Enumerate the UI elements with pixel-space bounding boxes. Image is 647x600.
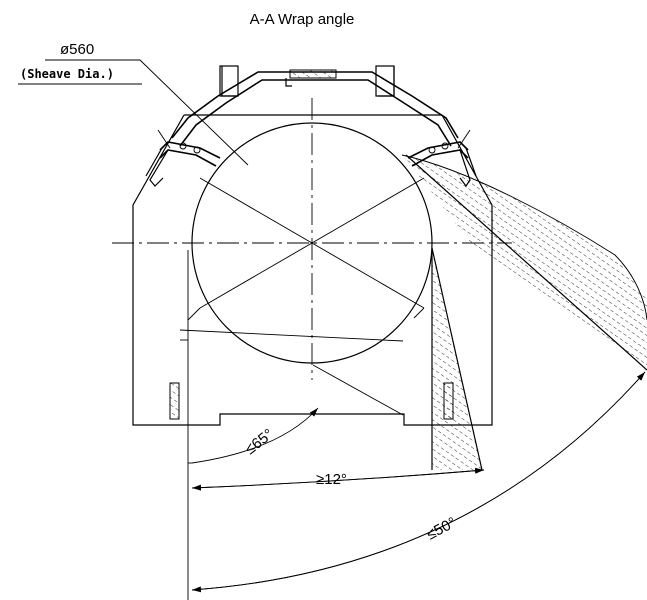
angle-50-dimension: ≤50° bbox=[191, 371, 646, 593]
left-bracket bbox=[145, 129, 221, 187]
right-bracket bbox=[407, 129, 477, 188]
sheave bbox=[112, 98, 512, 416]
top-cover bbox=[171, 65, 459, 147]
sheave-diameter-leader: ø560 (Sheave Dia.) bbox=[18, 41, 249, 166]
drawing-title: A-A Wrap angle bbox=[250, 11, 355, 28]
rope-lines bbox=[405, 154, 647, 471]
rope-shading bbox=[401, 154, 647, 470]
angle-max-65-label: ≤65° bbox=[242, 426, 277, 458]
housing-outline bbox=[132, 114, 493, 426]
angle-max-50-label: ≤50° bbox=[424, 514, 459, 544]
sheave-dia-note: (Sheave Dia.) bbox=[20, 67, 114, 81]
angle-65-dimension: ≤65° bbox=[188, 407, 319, 464]
angle-min-12-label: ≥12° bbox=[316, 471, 347, 488]
angle-12-dimension: ≥12° bbox=[191, 467, 485, 491]
hatched-blocks bbox=[169, 382, 454, 420]
sheave-diameter-label: ø560 bbox=[60, 41, 94, 58]
